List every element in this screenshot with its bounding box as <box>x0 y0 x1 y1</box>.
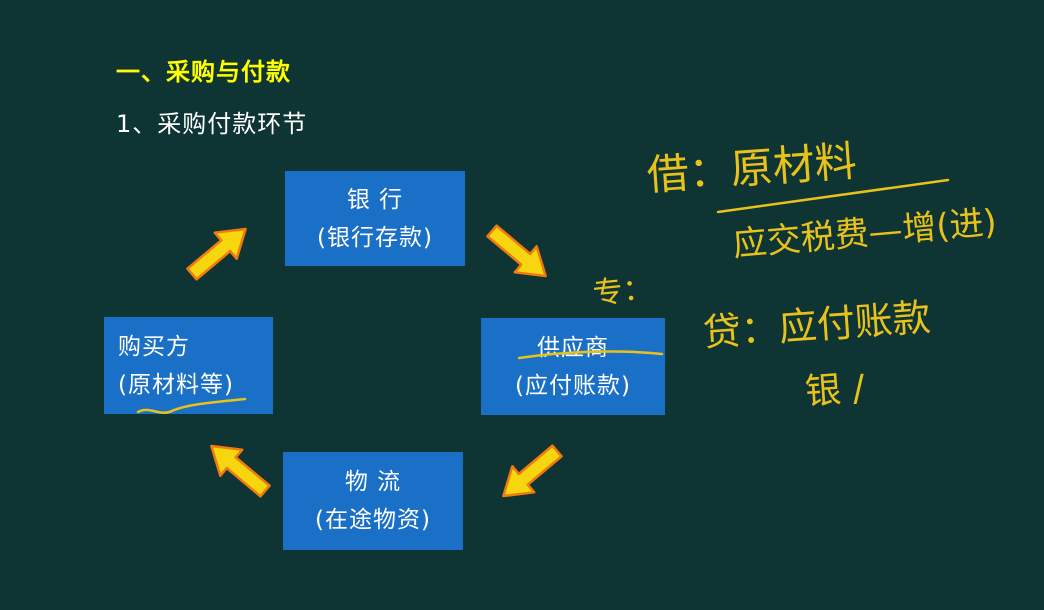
handwritten-debit-sub: 应交税费—增(进) <box>731 202 998 265</box>
logistics-account-label: (在途物资) <box>315 507 431 533</box>
logistics-box: 物 流 (在途物资) <box>283 452 463 550</box>
supplier-account-label: (应付账款) <box>515 372 631 399</box>
arrow-logistics-to-buyer-icon <box>199 431 278 506</box>
buyer-underline-mark <box>136 397 247 414</box>
buyer-account-label: (原材料等) <box>118 371 234 398</box>
arrow-bank-to-supplier-icon <box>479 216 558 291</box>
handwritten-credit-sub: 银 / <box>804 368 867 413</box>
slide-subtitle: 1、采购付款环节 <box>116 110 308 138</box>
handwritten-debit: 借：原材料 <box>645 136 858 200</box>
buyer-box: 购买方 (原材料等) <box>104 317 273 414</box>
debit-rule-line <box>716 178 950 214</box>
supplier-label: 供应商 <box>537 334 609 361</box>
supplier-underline-mark <box>517 350 664 360</box>
logistics-label: 物 流 <box>344 469 402 495</box>
bank-label: 银 行 <box>346 186 404 213</box>
arrow-buyer-to-bank-icon <box>179 214 258 289</box>
supplier-box: 供应商 (应付账款) <box>481 318 665 415</box>
handwritten-note-mark: 专： <box>591 271 654 312</box>
buyer-label: 购买方 <box>118 333 190 360</box>
handwritten-credit: 贷：应付账款 <box>702 295 933 355</box>
bank-account-label: (银行存款) <box>317 224 433 251</box>
bank-box: 银 行 (银行存款) <box>285 171 465 266</box>
slide-title: 一、采购与付款 <box>116 58 291 86</box>
arrow-supplier-to-logistics-icon <box>491 436 570 511</box>
